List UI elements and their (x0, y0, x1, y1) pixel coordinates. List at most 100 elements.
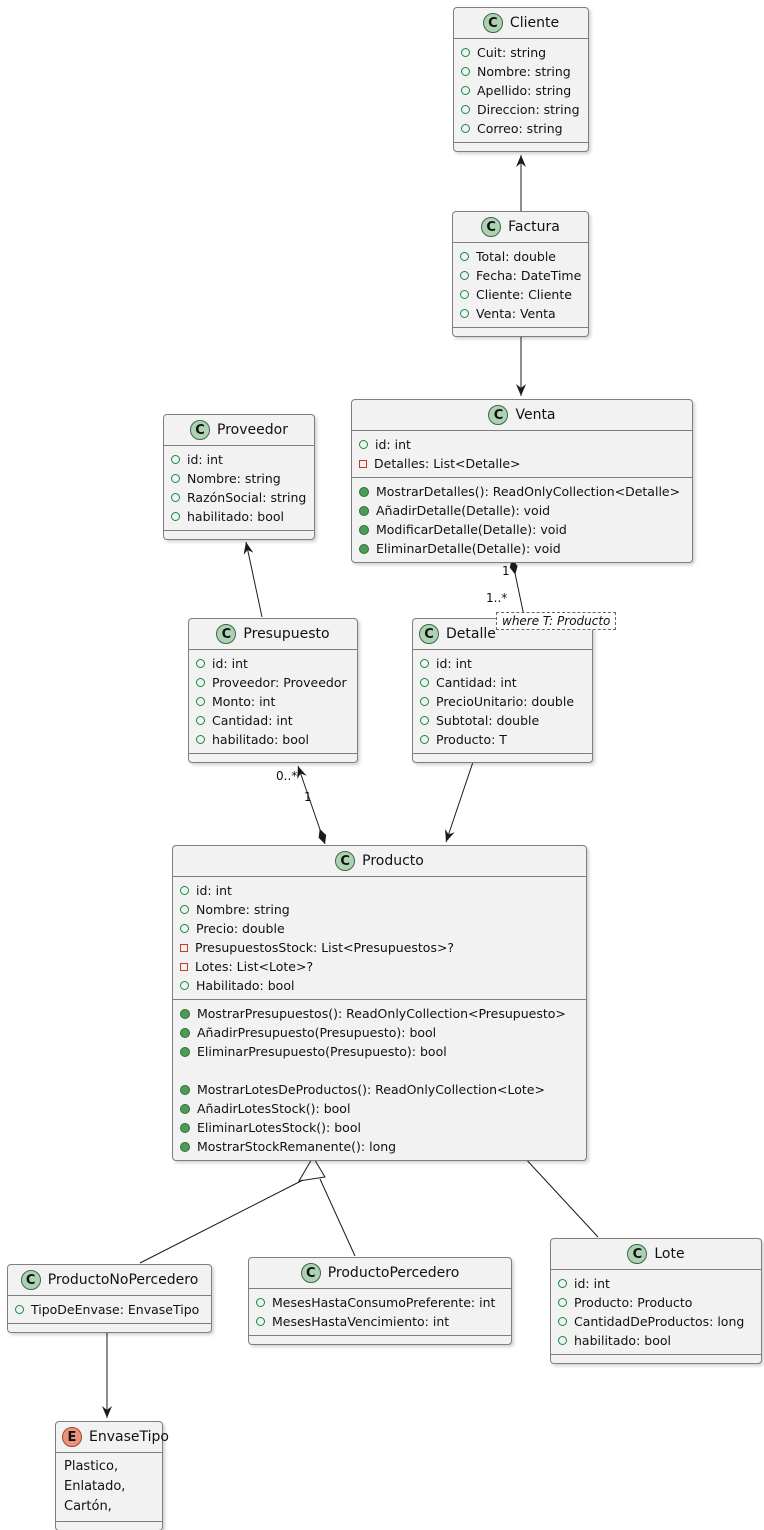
method-row: AñadirDetalle(Detalle): void (352, 501, 692, 520)
edge-producto-presupuesto-composition (297, 765, 327, 845)
field-row: Producto: T (413, 730, 592, 749)
field-text: Nombre: string (196, 902, 290, 917)
empty-methods-compartment (8, 1323, 211, 1332)
field-text: MesesHastaConsumoPreferente: int (272, 1295, 496, 1310)
class-title: C Proveedor (164, 415, 314, 446)
field-row: TipoDeEnvase: EnvaseTipo (8, 1300, 211, 1319)
field-text: Subtotal: double (436, 713, 540, 728)
method-row: AñadirPresupuesto(Presupuesto): bool (173, 1023, 586, 1042)
field-row: habilitado: bool (189, 730, 357, 749)
private-field-icon (180, 962, 188, 971)
multiplicity-label-producto-source: 1 (304, 790, 312, 804)
fields-compartment: id: int Producto: Producto CantidadDePro… (551, 1270, 761, 1354)
blank-method-row (173, 1061, 586, 1080)
field-row: CantidadDeProductos: long (551, 1312, 761, 1331)
field-row: Cliente: Cliente (453, 285, 588, 304)
field-text: Direccion: string (477, 102, 580, 117)
public-field-icon (196, 697, 205, 706)
class-name: ProductoNoPercedero (47, 1272, 199, 1288)
field-row: PrecioUnitario: double (413, 692, 592, 711)
class-factura: C Factura Total: double Fecha: DateTime … (452, 211, 589, 337)
public-field-icon (558, 1336, 567, 1345)
public-method-icon (180, 1027, 190, 1038)
fields-compartment: id: int Cantidad: int PrecioUnitario: do… (413, 650, 592, 753)
public-field-icon (180, 924, 189, 933)
edge-productonopercedero-producto-generalization (139, 1179, 304, 1264)
public-method-icon (359, 486, 369, 497)
class-title: C Detalle (413, 619, 592, 650)
public-field-icon (171, 512, 180, 521)
enum-value: Cartón, (64, 1499, 112, 1514)
public-field-icon (180, 886, 189, 895)
multiplicity-label-venta-source: 1 (502, 564, 510, 578)
field-text: habilitado: bool (212, 732, 309, 747)
class-name: Detalle (446, 626, 496, 642)
field-text: id: int (574, 1276, 610, 1291)
public-field-icon (256, 1298, 265, 1307)
field-text: Proveedor: Proveedor (212, 675, 347, 690)
empty-methods-compartment (413, 753, 592, 762)
field-row: MesesHastaConsumoPreferente: int (249, 1293, 511, 1312)
multiplicity-label-presupuesto-target: 0..* (276, 769, 298, 783)
generalization-triangle-icon (298, 1156, 326, 1182)
empty-methods-compartment (249, 1335, 511, 1344)
private-field-icon (359, 459, 367, 468)
public-field-icon (420, 697, 429, 706)
public-field-icon (460, 290, 469, 299)
class-detalle: C Detalle id: int Cantidad: int PrecioUn… (412, 618, 593, 763)
field-text: id: int (212, 656, 248, 671)
public-field-icon (461, 86, 470, 95)
enum-value: Enlatado, (64, 1479, 126, 1494)
field-text: TipoDeEnvase: EnvaseTipo (31, 1302, 200, 1317)
public-field-icon (171, 474, 180, 483)
field-row: Precio: double (173, 919, 586, 938)
field-row: id: int (551, 1274, 761, 1293)
methods-compartment: MostrarDetalles(): ReadOnlyCollection<De… (352, 477, 692, 562)
empty-methods-compartment (453, 327, 588, 336)
field-row: Habilitado: bool (173, 976, 586, 995)
class-icon: C (216, 624, 237, 644)
field-text: Cliente: Cliente (476, 287, 572, 302)
field-row: Total: double (453, 247, 588, 266)
field-row: Nombre: string (173, 900, 586, 919)
method-row: MostrarStockRemanente(): long (173, 1137, 586, 1156)
field-text: Lotes: List<Lote>? (195, 959, 314, 974)
field-row: id: int (413, 654, 592, 673)
class-title: C Lote (551, 1239, 761, 1270)
method-text: ModificarDetalle(Detalle): void (376, 522, 567, 537)
public-field-icon (460, 271, 469, 280)
field-row: PresupuestosStock: List<Presupuestos>? (173, 938, 586, 957)
class-icon: C (481, 217, 502, 237)
fields-compartment: id: int Detalles: List<Detalle> (352, 431, 692, 477)
class-cliente: C Cliente Cuit: string Nombre: string Ap… (453, 7, 589, 152)
field-row: RazónSocial: string (164, 488, 314, 507)
method-text: EliminarPresupuesto(Presupuesto): bool (197, 1044, 447, 1059)
enum-value: Plastico, (64, 1459, 119, 1474)
class-title: C Producto (173, 846, 586, 877)
method-row: MostrarDetalles(): ReadOnlyCollection<De… (352, 482, 692, 501)
class-name: Lote (654, 1246, 685, 1262)
fields-compartment: id: int Proveedor: Proveedor Monto: int … (189, 650, 357, 753)
public-method-icon (180, 1103, 190, 1114)
field-text: Producto: T (436, 732, 507, 747)
edge-venta-detalle-composition (509, 558, 525, 617)
method-text: AñadirPresupuesto(Presupuesto): bool (197, 1025, 437, 1040)
class-icon: C (627, 1244, 648, 1264)
field-text: habilitado: bool (187, 509, 284, 524)
class-title: E EnvaseTipo (56, 1422, 169, 1453)
class-name: ProductoPercedero (327, 1265, 460, 1281)
method-row: AñadirLotesStock(): bool (173, 1099, 586, 1118)
class-venta: C Venta id: int Detalles: List<Detalle> … (351, 399, 693, 563)
public-method-icon (180, 1084, 190, 1095)
field-row: Monto: int (189, 692, 357, 711)
field-row: Nombre: string (164, 469, 314, 488)
field-text: Monto: int (212, 694, 276, 709)
public-method-icon (180, 1141, 190, 1152)
field-row: Fecha: DateTime (453, 266, 588, 285)
field-text: Nombre: string (187, 471, 281, 486)
field-row: Apellido: string (454, 81, 588, 100)
enum-envasetipo: E EnvaseTipo Plastico, Enlatado, Cartón, (55, 1421, 169, 1530)
public-field-icon (180, 981, 189, 990)
field-row: Cuit: string (454, 43, 588, 62)
